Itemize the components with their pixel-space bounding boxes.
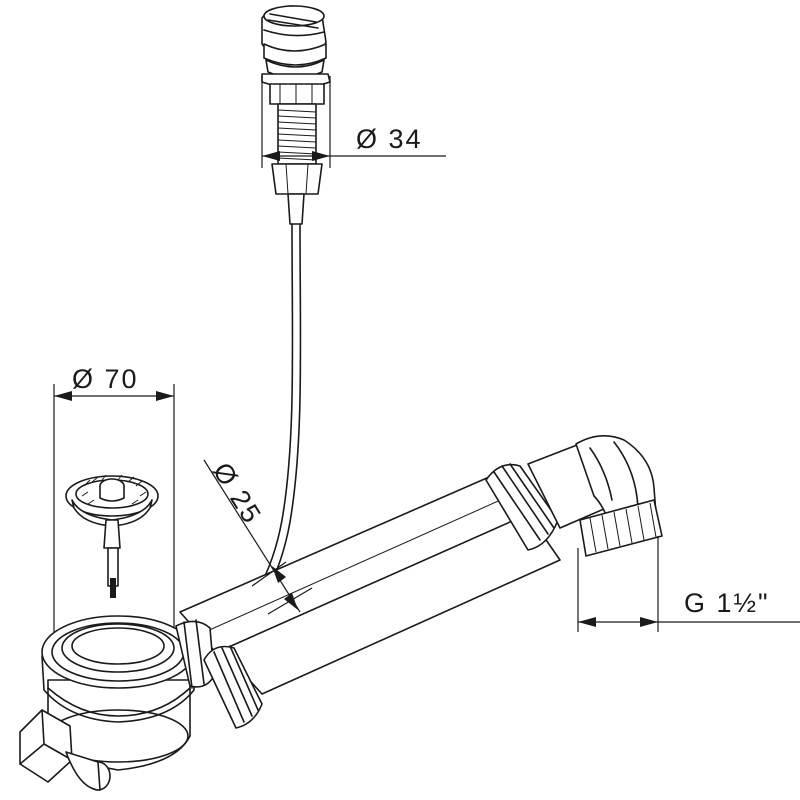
thread-size-label: G 1½"	[684, 588, 770, 618]
strainer-diameter-label: Ø 70	[72, 364, 139, 394]
thread-dimension: G 1½"	[577, 536, 800, 632]
overflow-tube	[179, 439, 621, 695]
strainer-basket	[65, 474, 159, 598]
pipe-elbow	[575, 435, 663, 557]
actuator-knob	[261, 5, 331, 225]
knob-diameter-label: Ø 34	[356, 124, 423, 154]
strainer-diameter-dimension: Ø 70	[53, 364, 175, 640]
pipe-diameter-label: Ø 25	[207, 457, 268, 529]
drain-body	[19, 615, 263, 791]
knob-diameter-dimension: Ø 34	[261, 76, 446, 168]
